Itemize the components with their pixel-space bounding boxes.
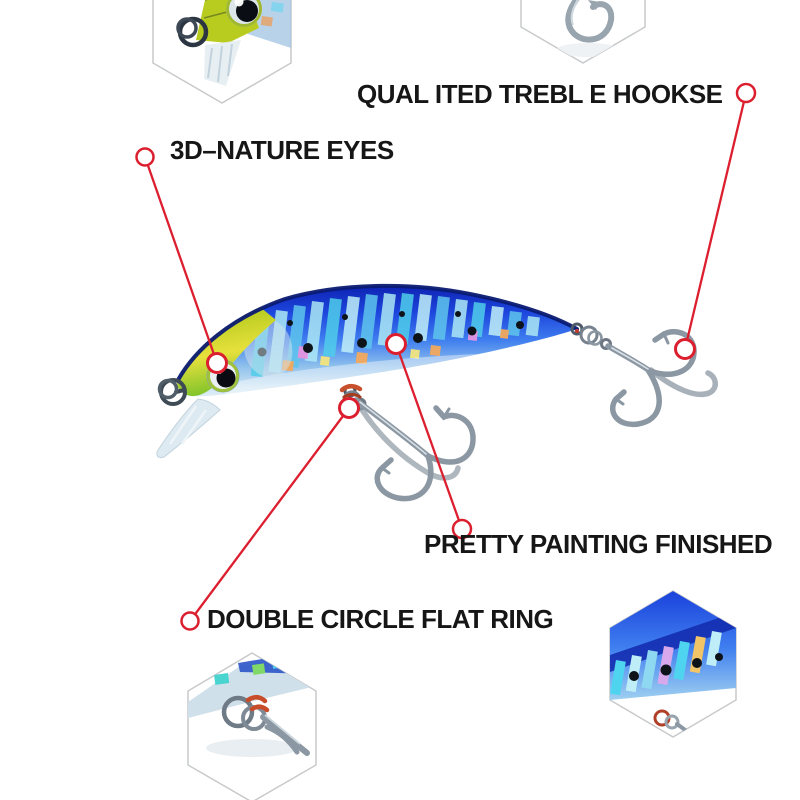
callout-hexagon-hook <box>520 0 646 64</box>
annotation-layer <box>135 82 757 631</box>
back-ridge <box>176 283 579 382</box>
leader-line-hooks <box>683 92 748 350</box>
lure-lip <box>156 398 221 458</box>
body-paint-closeup-image <box>610 591 736 737</box>
fishing-lure <box>156 283 718 502</box>
marker-target-tail-hook <box>674 338 696 360</box>
marker-label-ring <box>180 611 200 631</box>
leader-line-painting <box>394 343 464 530</box>
leader-line-ring <box>189 407 350 622</box>
belly-treble-hook <box>353 397 476 502</box>
marker-target-body-paint <box>385 333 407 355</box>
label-treble-hooks: QUAL ITED TREBL E HOOKSE <box>357 79 723 109</box>
label-3d-nature-eyes: 3D–NATURE EYES <box>170 135 394 165</box>
callout-hexagon-head <box>152 0 292 104</box>
nose-split-ring <box>157 378 187 406</box>
tail-treble-hook <box>570 322 718 428</box>
callout-hexagon-paint <box>609 590 737 738</box>
marker-label-eyes <box>135 147 155 167</box>
callout-hexagon-ring <box>187 652 317 800</box>
marker-label-hooks <box>735 82 757 104</box>
lure-head <box>177 307 276 397</box>
marker-target-eye <box>206 352 228 374</box>
label-pretty-painting: PRETTY PAINTING FINISHED <box>424 529 773 559</box>
lure-head-closeup-image <box>176 0 291 86</box>
marker-target-belly-ring <box>338 397 360 419</box>
leader-line-eyes <box>143 156 219 364</box>
label-double-circle-flat-ring: DOUBLE CIRCLE FLAT RING <box>207 604 554 634</box>
marker-label-painting <box>451 518 473 540</box>
